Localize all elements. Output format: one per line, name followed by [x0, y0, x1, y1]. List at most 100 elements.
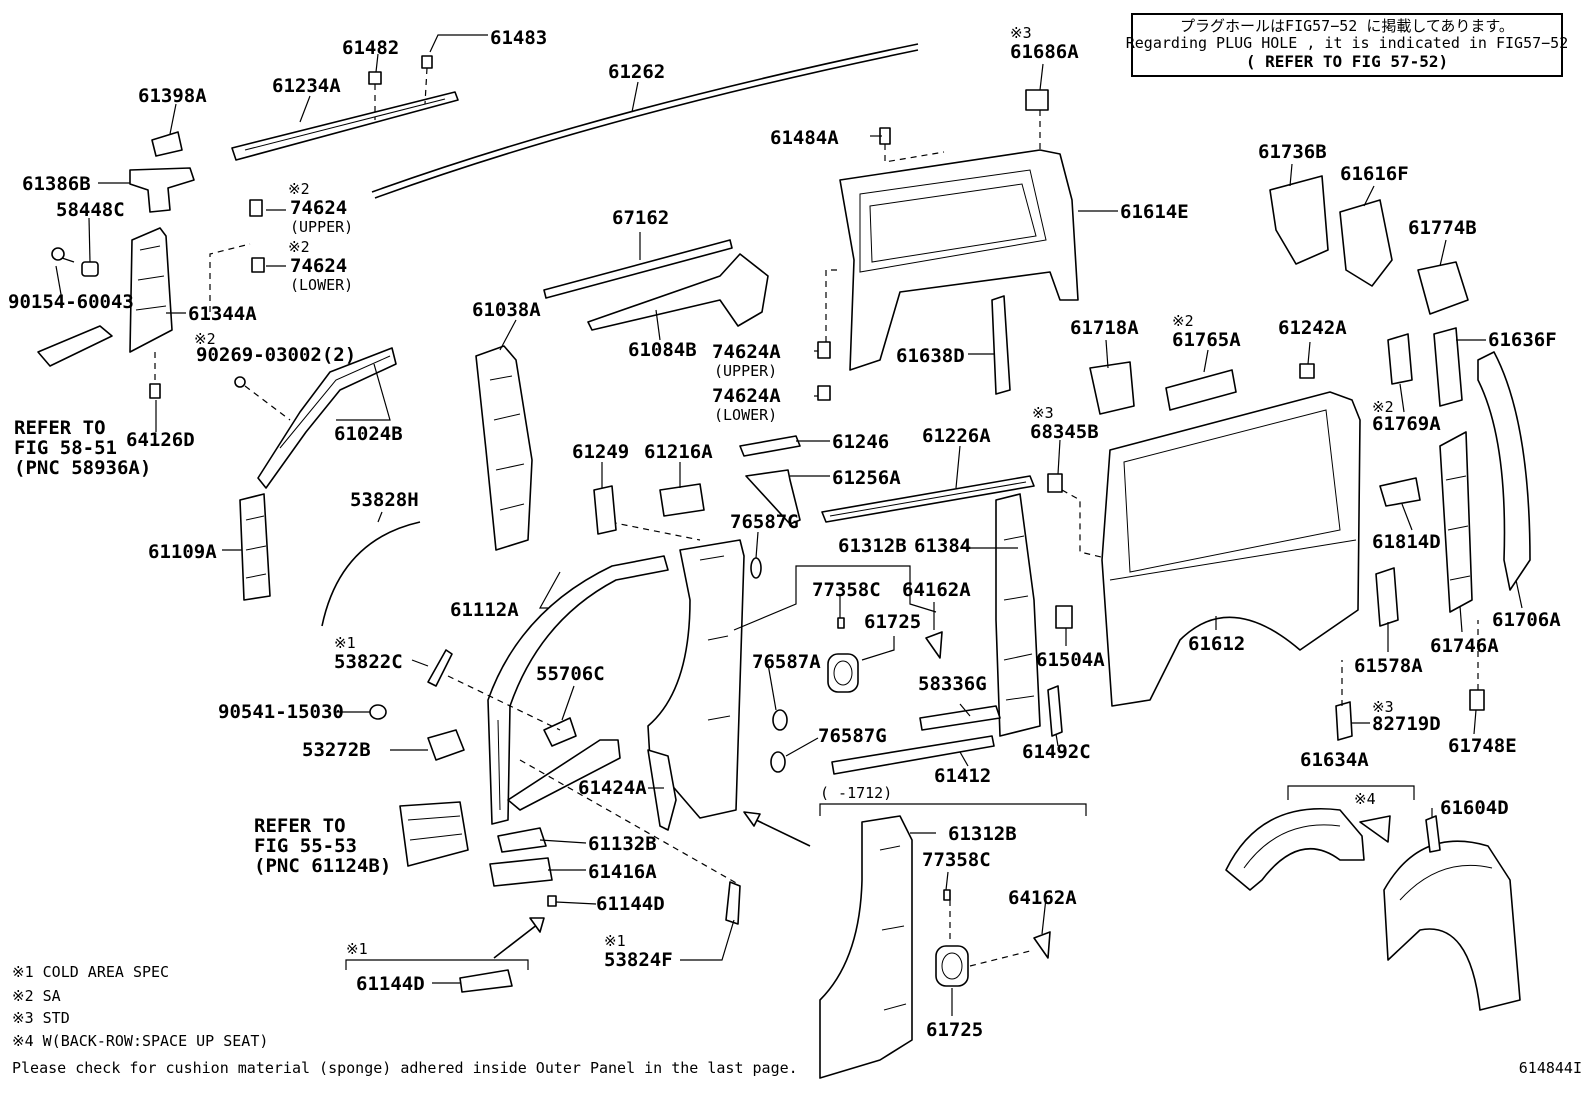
- lid-61725-lower-drawing: [935, 945, 969, 987]
- bracket-53272B-drawing: [427, 729, 465, 761]
- label-61483: 61483: [490, 27, 547, 49]
- refer-61124B-line3: (PNC 61124B): [254, 855, 391, 877]
- label-90541-15030: 90541-15030: [218, 701, 344, 723]
- label-61144D-cold: 61144D: [356, 973, 425, 995]
- label-61736B: 61736B: [1258, 141, 1327, 163]
- arrow-head-lower-left: [529, 917, 545, 933]
- refer-58936A-line2: FIG 58-51: [14, 437, 117, 459]
- label-61312B-lower: 61312B: [948, 823, 1017, 845]
- label-76587G-lower: 76587G: [818, 725, 887, 747]
- roof-rail-61234A-drawing: [231, 91, 459, 161]
- label-58448C: 58448C: [56, 199, 125, 221]
- refer-61124B-line2: FIG 55-53: [254, 835, 357, 857]
- label-61246: 61246: [832, 431, 889, 453]
- leader-dash-front: [447, 519, 739, 885]
- bracket-61398A-drawing: [151, 131, 183, 157]
- label-61604D: 61604D: [1440, 797, 1509, 819]
- label-76587A: 76587A: [752, 651, 821, 673]
- rocker-61412-drawing: [831, 735, 995, 775]
- label-64126D: 64126D: [126, 429, 195, 451]
- label-61769A: 61769A: [1372, 413, 1441, 435]
- mark-1-53822C: ※1: [334, 634, 356, 652]
- label-61725: 61725: [864, 611, 921, 633]
- clip-61144D-drawing: [547, 895, 557, 907]
- label-61638D: 61638D: [896, 345, 965, 367]
- pillar-assembly-center-drawing: [647, 539, 745, 819]
- label-68345B: 68345B: [1030, 421, 1099, 443]
- refer-61124B-line1: REFER TO: [254, 815, 346, 837]
- label-74624A-lower: 74624A: [712, 385, 781, 407]
- notice-line-1: プラグホールはFIG57−52 に掲載してあります。: [1180, 17, 1514, 35]
- part-labels: 61483 61482 61262 61686A ※3 61234A 61398…: [8, 24, 1561, 1041]
- label-67162: 67162: [612, 207, 669, 229]
- mark-2-61769A: ※2: [1372, 398, 1394, 416]
- mark-1-53824F: ※1: [604, 932, 626, 950]
- mark-4: ※4: [1354, 790, 1376, 808]
- label-76587G-upper: 76587G: [730, 511, 799, 533]
- panel-61614E-drawing: [839, 149, 1079, 371]
- bolt-90154-drawing: [51, 247, 75, 263]
- bracket-61769A-drawing: [1387, 333, 1413, 385]
- label-53824F: 53824F: [604, 949, 673, 971]
- label-61312B: 61312B: [838, 535, 907, 557]
- label-61234A: 61234A: [272, 75, 341, 97]
- leader-dash-74624: [209, 243, 251, 312]
- plug-76587A-drawing: [772, 709, 788, 731]
- legend-w-back-row: ※4 W(BACK-ROW:SPACE UP SEAT): [12, 1032, 268, 1050]
- panel-61084B-drawing: [587, 253, 769, 331]
- label-74624-lower: 74624: [290, 255, 347, 277]
- arrow-head-center: [743, 811, 761, 827]
- mark-3-82719D: ※3: [1372, 698, 1394, 716]
- label-61814D: 61814D: [1372, 531, 1441, 553]
- plate-61504A-drawing: [1055, 605, 1073, 629]
- bracket-61216A-drawing: [659, 483, 705, 517]
- label-61504A: 61504A: [1036, 649, 1105, 671]
- pillar-61038A-drawing: [475, 345, 533, 551]
- wheelhouse-61634A-drawing: [1225, 808, 1365, 891]
- lid-61725-drawing: [827, 653, 859, 693]
- door-frame-61112A-drawing: [487, 555, 669, 825]
- mark-2-61765A: ※2: [1172, 312, 1194, 330]
- refer-58936A-line3: (PNC 58936A): [14, 457, 151, 479]
- label-61112A: 61112A: [450, 599, 519, 621]
- clip-74624A-lower-drawing: [817, 385, 831, 401]
- label-61038A: 61038A: [472, 299, 541, 321]
- mark-2-90269: ※2: [194, 330, 216, 348]
- figure-id: 614844I: [1519, 1059, 1582, 1077]
- label-61484A: 61484A: [770, 127, 839, 149]
- label-61024B: 61024B: [334, 423, 403, 445]
- label-61482: 61482: [342, 37, 399, 59]
- label-61492C: 61492C: [1022, 741, 1091, 763]
- clip-64126D-drawing: [149, 352, 161, 399]
- clip-61483-drawing: [421, 55, 433, 105]
- leader-lines: [55, 34, 1523, 1016]
- part-refer-61124B-drawing: [399, 801, 469, 867]
- qualifier-74624-upper: (UPPER): [290, 218, 353, 236]
- legend-std: ※3 STD: [12, 1009, 70, 1027]
- label-61612: 61612: [1188, 633, 1245, 655]
- bracket-61718A-drawing: [1089, 361, 1135, 415]
- label-90269-03002: 90269-03002(2): [196, 344, 356, 366]
- mark-2-74624-upper: ※2: [288, 180, 310, 198]
- pillar-61344A-drawing: [129, 227, 173, 353]
- bracket-61578A-drawing: [1375, 567, 1399, 627]
- label-61634A: 61634A: [1300, 749, 1369, 771]
- legend: ※1 COLD AREA SPEC ※2 SA ※3 STD ※4 W(BACK…: [12, 963, 798, 1077]
- label-61636F: 61636F: [1488, 329, 1557, 351]
- bracket-55706C-drawing: [543, 717, 577, 747]
- clip-61484A-drawing: [879, 127, 945, 163]
- bracket-61312B-group: [733, 565, 937, 631]
- bracket-61814D-drawing: [1379, 477, 1421, 507]
- pillar-61024B-drawing: [257, 347, 397, 489]
- leader-dash-74624A: [825, 269, 840, 342]
- label-61109A: 61109A: [148, 541, 217, 563]
- label-61718A: 61718A: [1070, 317, 1139, 339]
- clip-74624A-upper-drawing: [817, 341, 831, 359]
- clip-90269-drawing: [234, 376, 291, 421]
- bracket-61634A-group: [1287, 785, 1415, 800]
- label-53822C: 53822C: [334, 651, 403, 673]
- wheelhouse-61604D-drawing: [1383, 815, 1521, 1011]
- bracket-refer-58936A-drawing: [37, 325, 113, 367]
- range-bracket: [819, 803, 1087, 816]
